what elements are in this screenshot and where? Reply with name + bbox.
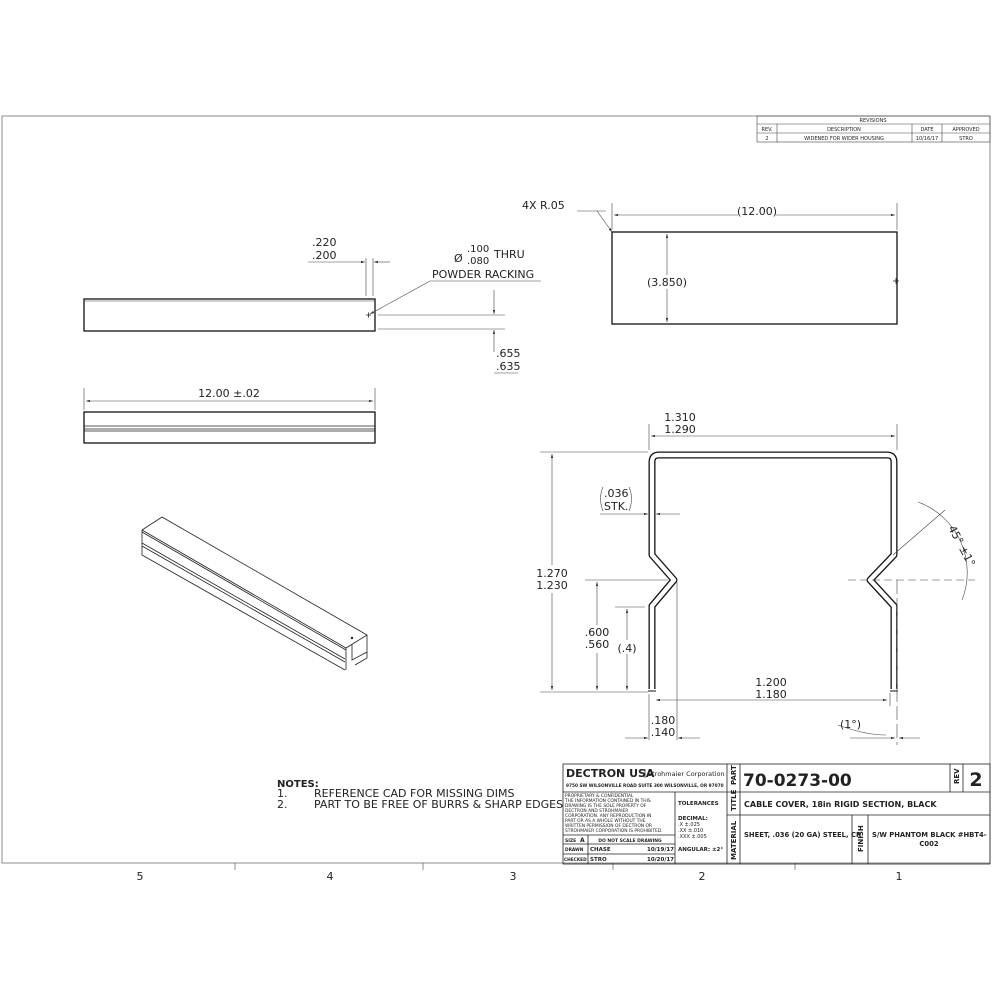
svg-text:DRAWING IS THE SOLE PROPERTY O: DRAWING IS THE SOLE PROPERTY OF [565,803,647,809]
revisions-table: REVISIONS REV. DESCRIPTION DATE APPROVED… [756,115,991,143]
decimal-label: DECIMAL: [678,816,708,822]
zone-1: 1 [896,870,903,883]
rev-number: 2 [969,769,982,791]
svg-text:STROHMAIER CORPORATION IS PROH: STROHMAIER CORPORATION IS PROHIBITED. [565,828,663,834]
date-header: DATE [920,127,933,133]
revisions-title: REVISIONS [859,118,886,124]
title-block [562,763,991,865]
note-1-text: REFERENCE CAD FOR MISSING DIMS [314,787,515,800]
checked-label: CHECKED [564,857,587,863]
hole-offset-lower: .200 [312,249,337,262]
angular-tolerance: ANGULAR: ±2° [678,847,723,853]
material-label: MATERIAL [730,820,738,860]
section-view [540,424,975,745]
approved-header: APPROVED [952,127,979,133]
leg-ref-dim: (.4) [617,642,636,655]
hole-height-upper: .655 [496,347,521,360]
sheet-border [1,115,991,864]
zone-2: 2 [699,870,706,883]
drawn-by: CHASE [590,847,611,853]
checked-date: 10/20/17 [647,857,674,863]
zone-3: 3 [510,870,517,883]
company-address: 9750 SW WILSONVILLE ROAD SUITE 300 WILSO… [566,783,724,789]
flat-pattern-view [577,203,899,325]
thickness-note: STK. [604,500,628,513]
zone-5: 5 [137,870,144,883]
svg-text:PART OR AS A WHOLE WITHOUT THE: PART OR AS A WHOLE WITHOUT THE [565,818,646,824]
finish-line-1: S/W PHANTOM BLACK #HBT4- [872,831,987,839]
notes-title: NOTES: [277,779,319,790]
side-length-dim: 12.00 ±.02 [198,387,260,400]
hole-dia-lower: .080 [467,256,489,267]
height-upper: 1.270 [536,567,568,580]
section-width-upper: 1.310 [664,411,696,424]
hole-note: POWDER RACKING [432,268,534,281]
side-view [83,388,376,444]
note-2-text: PART TO BE FREE OF BURRS & SHARP EDGES [314,798,563,811]
description-header: DESCRIPTION [827,127,861,133]
svg-text:CORPORATION. ANY REPRODUCTION: CORPORATION. ANY REPRODUCTION IN [565,813,651,819]
zone-4: 4 [327,870,334,883]
front-view [83,258,541,374]
size-label: SIZE [565,838,576,844]
svg-text:THE INFORMATION CONTAINED IN T: THE INFORMATION CONTAINED IN THIS [564,798,651,804]
finish-line-2: C002 [919,840,938,848]
tolerances-label: TOLERANCES [678,801,719,807]
material-value: SHEET, .036 (20 GA) STEEL, CR [744,831,862,839]
note-2-number: 2. [277,798,288,811]
part-number: 70-0273-00 [743,771,852,791]
rev-header: REV. [762,127,773,133]
rev-label: REV [953,768,961,784]
company-subsidiary: Strohmaier Corporation [648,770,725,778]
drawn-date: 10/19/17 [647,847,674,853]
height-lower: 1.230 [536,579,568,592]
tolerance-xxx: .XXX ±.005 [678,834,707,840]
hole-thru: THRU [493,248,525,261]
bend-angle-dim: 45° ±1° [945,523,977,569]
hole-offset-upper: .220 [312,236,337,249]
finish-label: FINISH [857,825,865,852]
leg-offset-upper: .180 [651,714,676,727]
rev-value: 2 [765,136,768,142]
part-label: PART [730,765,738,785]
proprietary-notice: PROPRIETARY & CONFIDENTIAL THE INFORMATI… [564,793,663,834]
approved-value: STRO [959,136,973,142]
isometric-view [141,516,368,671]
flat-length-dim: (12.00) [737,205,777,218]
checked-by: STRO [590,857,607,863]
title-label: TITLE [730,789,738,811]
svg-text:WRITTEN PERMISSION OF DECTRON: WRITTEN PERMISSION OF DECTRON OR [565,823,652,829]
note-1-number: 1. [277,787,288,800]
date-value: 10/16/17 [916,136,938,142]
description-value: WIDENED FOR WIDER HOUSING [804,136,884,142]
company-name: DECTRON USA [566,767,655,780]
draft-angle-dim: (1°) [840,718,861,731]
flat-width-dim: (3.850) [647,276,687,289]
diameter-symbol: Ø [454,252,463,265]
hole-height-lower: .635 [496,360,521,373]
section-width-lower: 1.290 [664,423,696,436]
svg-text:DECTRON AND STROHMAIER: DECTRON AND STROHMAIER [565,808,628,814]
svg-text:PROPRIETARY & CONFIDENTIAL: PROPRIETARY & CONFIDENTIAL [565,793,634,799]
drawing-title: CABLE COVER, 18in RIGID SECTION, BLACK [744,800,937,809]
leg-offset-lower: .140 [651,726,676,739]
bend-height-lower: .560 [585,638,610,651]
thickness-dim: .036 [604,487,629,500]
inner-width-lower: 1.180 [755,688,787,701]
tolerance-x: .X ±.025 [678,822,700,828]
tolerance-xx: .XX ±.010 [678,828,703,834]
hole-dia-upper: .100 [467,244,489,255]
do-not-scale: DO NOT SCALE DRAWING [598,838,662,844]
corner-radius-callout: 4X R.05 [522,199,565,212]
bend-height-upper: .600 [585,626,610,639]
size-value: A [580,837,585,844]
inner-width-upper: 1.200 [755,676,787,689]
drawn-label: DRAWN [565,847,584,853]
